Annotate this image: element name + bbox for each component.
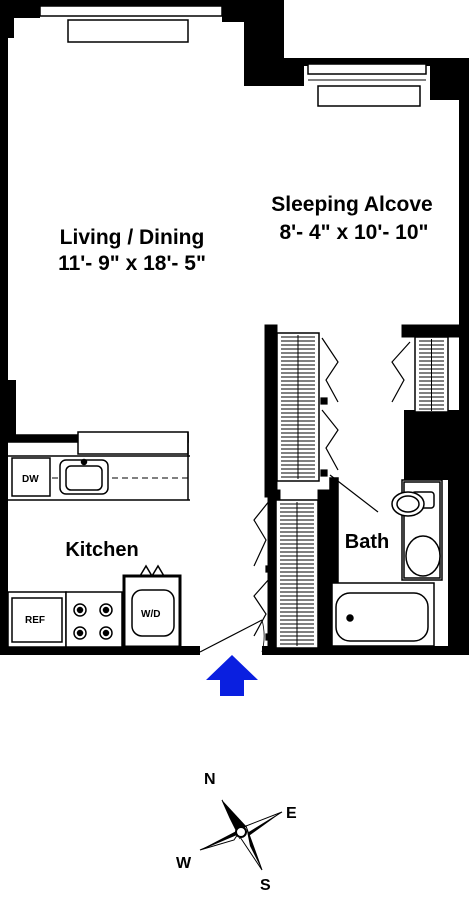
compass-rose-icon <box>199 799 283 871</box>
closet-doors <box>253 337 411 641</box>
compass-east: E <box>286 805 297 822</box>
compass-west: W <box>176 855 192 872</box>
compass-north: N <box>204 771 216 788</box>
refrigerator-label: REF <box>25 615 45 626</box>
compass-south: S <box>260 877 271 894</box>
kitchen-appliances <box>7 564 182 649</box>
exterior-walls <box>0 0 469 655</box>
dishwasher-label: DW <box>22 474 39 485</box>
living-dining-dims: 11'- 9" x 18'- 5" <box>58 252 206 275</box>
kitchen-counter <box>7 431 190 501</box>
windows <box>39 5 427 107</box>
kitchen-name: Kitchen <box>65 539 138 561</box>
living-dining-name: Living / Dining <box>60 226 205 249</box>
bath-name: Bath <box>345 531 389 553</box>
sleeping-alcove-name: Sleeping Alcove <box>271 193 432 216</box>
entry-door <box>199 619 265 653</box>
entry-arrow-icon <box>206 655 258 696</box>
closet-hatching <box>280 335 444 646</box>
washer-dryer-label: W/D <box>141 609 160 620</box>
bath-fixtures <box>329 474 443 649</box>
sleeping-alcove-dims: 8'- 4" x 10'- 10" <box>280 221 429 244</box>
